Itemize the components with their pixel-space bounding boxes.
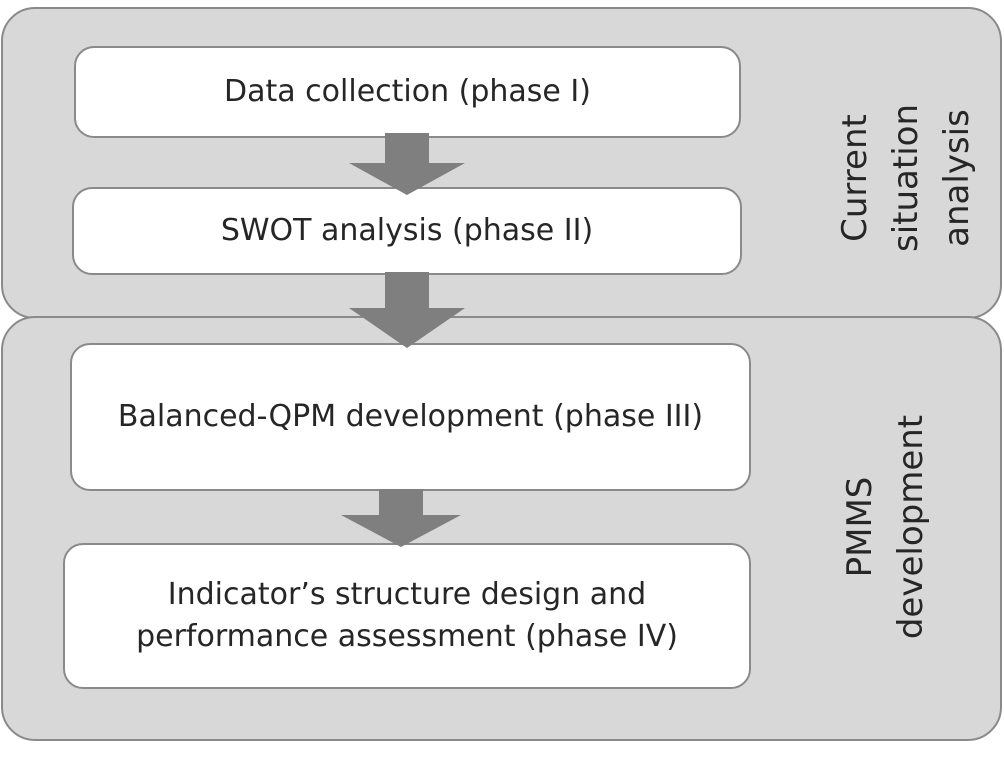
down-arrow-3: [341, 489, 461, 547]
down-arrow-1: [349, 133, 465, 195]
phase-2-label: SWOT analysis (phase II): [220, 213, 594, 248]
phase-1-box: Data collection (phase I): [74, 46, 741, 138]
phase-2-box: SWOT analysis (phase II): [72, 187, 742, 275]
pmms-development-line-2: development: [891, 414, 931, 640]
down-arrow-2: [349, 272, 465, 348]
pmms-development-label: PMMS development: [835, 297, 945, 757]
phase-3-box: Balanced-QPM development (phase III): [70, 343, 751, 491]
phase-4-box: Indicator’s structure design and perform…: [63, 543, 751, 689]
phase-1-label: Data collection (phase I): [224, 74, 591, 109]
phase-3-label: Balanced-QPM development (phase III): [117, 399, 704, 434]
phase-4-label-line-1: Indicator’s structure design and: [167, 577, 647, 612]
phase-4-label-line-2: performance assessment (phase IV): [136, 619, 678, 654]
pmms-development-line-1: PMMS: [840, 476, 880, 578]
